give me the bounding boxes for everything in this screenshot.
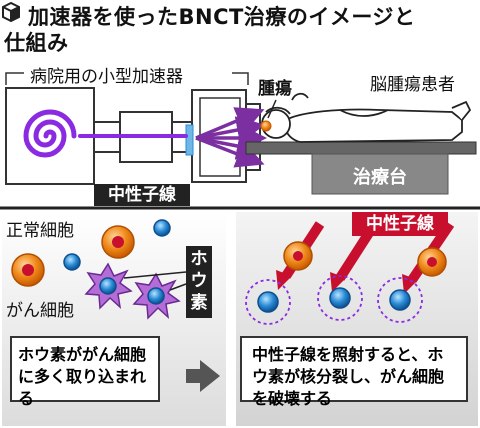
cancer-cells-left: [84, 262, 181, 320]
treatment-table-label: 治療台: [353, 167, 407, 188]
cube-icon: [2, 1, 20, 23]
cancer-cell-label: がん細胞: [6, 301, 74, 321]
patient-figure: [261, 92, 472, 143]
normal-cell-label: 正常細胞: [6, 221, 74, 241]
title-line-2: 仕組み: [4, 31, 69, 55]
left-caption: ホウ素ががん細胞に多く取り込まれる: [10, 336, 160, 408]
patient-label: 脳腫瘍患者: [370, 75, 455, 95]
cancer-cells-right: [245, 275, 423, 325]
boron-tag: ホウ素: [186, 246, 212, 318]
treatment-table: [245, 141, 477, 195]
next-step-arrow-icon: [186, 360, 220, 392]
tumor-pointer: [267, 99, 277, 119]
title-line-1: 加速器を使ったBNCT治療のイメージと: [28, 5, 416, 29]
neutron-red-tag: 中性子線: [352, 212, 448, 236]
boron-pointer-lines: [123, 271, 187, 291]
normal-cells-left: [11, 219, 171, 287]
spiral-icon: [23, 109, 188, 158]
right-caption: 中性子線を照射すると、ホウ素が核分裂し、がん細胞を破壊する: [240, 336, 468, 408]
normal-cells-right: [283, 241, 447, 277]
tumor-label: 腫瘍: [258, 79, 292, 99]
hospital-accelerator-label: 病院用の小型加速器: [30, 67, 183, 87]
neutron-tag: 中性子線: [94, 184, 190, 206]
accelerator-bracket: [5, 72, 249, 85]
tumor-marker: [260, 120, 272, 132]
